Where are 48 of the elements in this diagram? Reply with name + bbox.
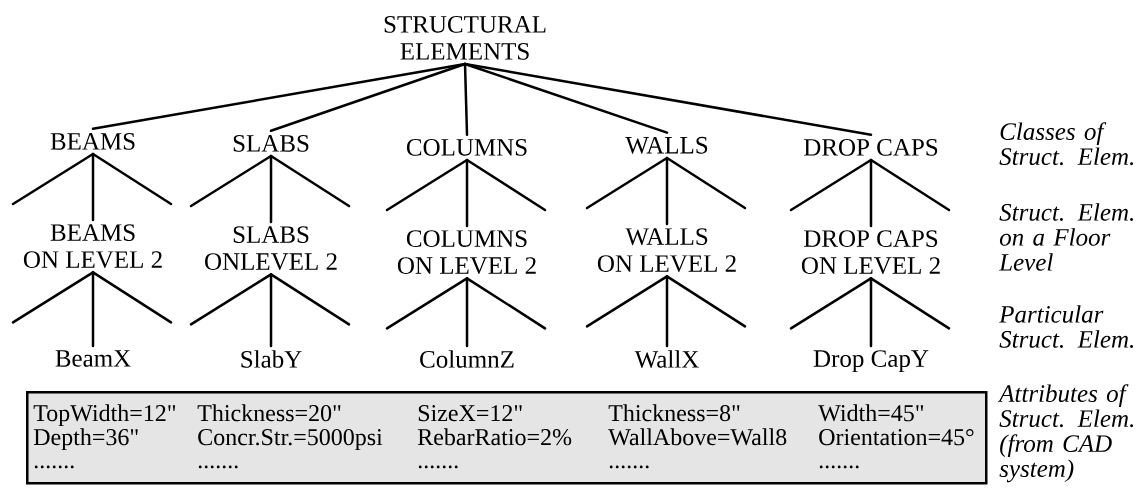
tree-node-label: SLABS ONLEVEL 2 (205, 226, 337, 271)
tree-branch (269, 62, 467, 133)
attribute-value: Width=45" (818, 404, 924, 422)
attribute-value: TopWidth=12" (33, 404, 176, 427)
tree-node-label: BEAMS (50, 133, 135, 150)
level-caption: Struct. Elem. on a Floor Level (998, 203, 1134, 271)
tree-node-label: BEAMS ON LEVEL 2 (23, 224, 162, 269)
tree-branch (269, 154, 273, 224)
tree-node-label: STRUCTURAL ELEMENTS (384, 16, 546, 60)
tree-branch (91, 152, 95, 222)
attribute-value: ....... (198, 465, 238, 469)
tree-node-label: SLABS (233, 135, 309, 152)
tree-node-label: ColumnZ (420, 350, 514, 368)
attribute-value: ....... (418, 465, 458, 469)
tree-branch (869, 277, 873, 348)
attribute-value: Thickness=20" (197, 404, 341, 422)
tree-node-label: BeamX (55, 350, 131, 367)
tree-node-label: Drop CapY (813, 350, 929, 373)
tree-node-label: WALLS (625, 136, 708, 154)
tree-branch (269, 273, 273, 348)
tree-node-label: WALLS ON LEVEL 2 (597, 228, 736, 273)
attribute-value: ....... (609, 465, 649, 469)
attributes-panel (26, 391, 988, 485)
tree-node-label: SlabY (241, 350, 302, 368)
level-caption: Classes of Struct. Elem. (999, 122, 1134, 166)
tree-node-label: COLUMNS (406, 139, 527, 156)
attribute-value: WallAbove=Wall8 (608, 428, 787, 446)
tree-branch (91, 271, 95, 348)
attribute-value: RebarRatio=2% (417, 428, 572, 446)
tree-node-label: COLUMNS ON LEVEL 2 (397, 230, 536, 275)
tree-branch (463, 62, 873, 137)
level-caption: Particular Struct. Elem. (999, 305, 1134, 348)
tree-branch (465, 158, 469, 228)
tree-branch (465, 277, 469, 348)
tree-node-label: WallX (634, 350, 699, 368)
attribute-value: Orientation=45° (819, 429, 974, 446)
tree-node-label: DROP CAPS ON LEVEL 2 (801, 230, 940, 275)
attribute-value: SizeX=12" (418, 405, 522, 422)
attribute-value: Concr.Str.=5000psi (198, 429, 383, 451)
tree-node-label: DROP CAPS (804, 139, 938, 156)
attribute-value: ....... (819, 465, 859, 469)
tree-branch (463, 62, 469, 137)
tree-branch (665, 156, 669, 226)
attribute-value: ....... (34, 465, 74, 469)
attribute-value: Depth=36" (33, 428, 138, 451)
tree-branch (665, 275, 669, 348)
attribute-value: Thickness=8" (608, 404, 740, 422)
tree-branch (869, 158, 873, 228)
